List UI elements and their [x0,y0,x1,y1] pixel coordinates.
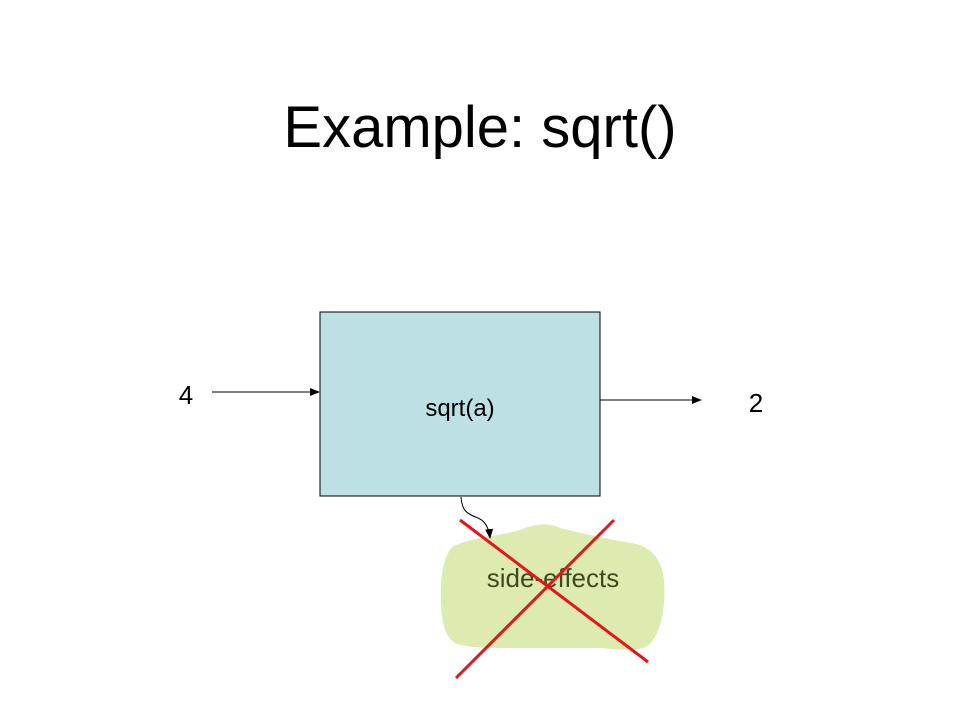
function-box [319,311,601,497]
cross-out-line-1 [459,518,649,664]
side-effects-blob [440,524,665,650]
side-effects-label: side-effects [487,563,619,593]
input-value: 4 [179,380,193,410]
output-value: 2 [749,388,763,418]
function-label: sqrt(a) [425,395,494,422]
side-effects-arrow [460,496,494,539]
slide-title: Example: sqrt() [283,95,677,160]
cross-out-line-2 [454,518,616,680]
